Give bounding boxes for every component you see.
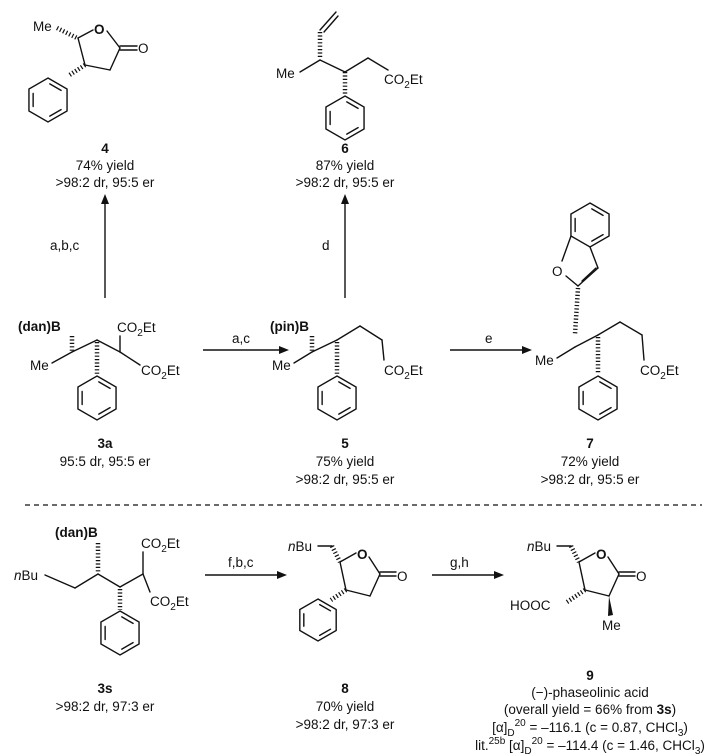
reagents-a-b-c: a,b,c — [50, 238, 80, 253]
aromatic-double-bond — [121, 641, 134, 650]
compound-6-phenyl-ring — [325, 95, 365, 141]
compound-9-rotation: [α]D20 = –116.1 (c = 0.87, CHCl3) — [492, 718, 688, 739]
compound-6-label: 6 — [341, 141, 349, 156]
aromatic-double-bond — [338, 406, 351, 415]
compound-8-structure: nBu O O — [288, 539, 408, 602]
phenyl-rings — [28, 77, 618, 656]
dan-boron-label: (dan)B — [18, 319, 61, 334]
compound-4-structure: Me O O — [33, 19, 149, 78]
svg-text:O: O — [397, 569, 408, 584]
aromatic-double-bond — [49, 108, 62, 117]
compound-8-selectivity: >98:2 dr, 97:3 er — [296, 717, 395, 732]
compound-9-caption: 9 (−)-phaseolinic acid (overall yield = … — [475, 668, 705, 756]
compound-3s-selectivity: >98:2 dr, 97:3 er — [56, 699, 155, 714]
aromatic-double-bond — [346, 126, 359, 135]
compound-3a-selectivity: 95:5 dr, 95:5 er — [60, 454, 151, 469]
compound-8-label: 8 — [341, 681, 349, 696]
svg-text:nBu: nBu — [14, 568, 38, 583]
compound-9-label: 9 — [586, 668, 594, 683]
svg-text:O: O — [596, 547, 607, 562]
reagent-e: e — [485, 331, 493, 346]
aromatic-double-bond — [121, 616, 134, 625]
methyl-label: Me — [33, 19, 52, 34]
aromatic-double-bond — [319, 603, 332, 612]
compound-7-phenyl-ring — [578, 375, 618, 421]
compound-5-phenyl-ring — [317, 375, 357, 421]
svg-text:Me: Me — [602, 618, 621, 633]
aromatic-double-bond — [591, 208, 604, 217]
reagents-g-h: g,h — [450, 555, 469, 570]
compound-3s-structure: (dan)B nBu CO2Et CO2Et — [14, 525, 189, 613]
compound-3a-label: 3a — [97, 436, 113, 451]
compound-5-structure: (pin)B Me CO2Et — [270, 319, 423, 382]
compound-6-selectivity: >98:2 dr, 95:5 er — [296, 175, 395, 190]
svg-text:CO2Et: CO2Et — [384, 363, 423, 382]
compound-3s-phenyl-ring — [100, 610, 140, 656]
compound-9-literature-rotation: lit.25b [α]D20 = –114.4 (c = 1.46, CHCl3… — [475, 736, 705, 756]
aromatic-double-bond — [599, 406, 612, 415]
compound-4-label: 4 — [101, 141, 109, 156]
svg-text:O: O — [357, 547, 368, 562]
compound-8-phenyl-ring — [299, 598, 337, 642]
compound-7-selectivity: >98:2 dr, 95:5 er — [541, 472, 640, 487]
compound-4-yield: 74% yield — [76, 158, 135, 173]
compound-3a-structure: (dan)B Me CO2Et CO2Et — [18, 319, 180, 382]
carboxylic-acid-label: HOOC — [510, 598, 551, 613]
furan-oxygen: O — [552, 264, 563, 279]
methyl-label: Me — [276, 66, 295, 81]
compound-7-benzo-phenyl-ring — [570, 202, 610, 248]
compound-6-structure: Me CO2Et — [276, 11, 423, 94]
svg-text:CO2Et: CO2Et — [640, 363, 679, 382]
dan-boron-label: (dan)B — [55, 525, 98, 540]
compound-3s-label: 3s — [97, 681, 112, 696]
svg-text:CO2Et: CO2Et — [141, 536, 180, 555]
aromatic-double-bond — [346, 101, 359, 110]
compound-7-label: 7 — [586, 436, 594, 451]
reagent-d: d — [322, 238, 330, 253]
compound-5-label: 5 — [341, 436, 349, 451]
compound-7-structure: O Me CO2Et — [535, 235, 679, 382]
svg-text:O: O — [636, 569, 647, 584]
aromatic-double-bond — [319, 628, 332, 637]
svg-text:nBu: nBu — [527, 539, 551, 554]
svg-text:CO2Et: CO2Et — [117, 320, 156, 339]
svg-text:nBu: nBu — [288, 539, 312, 554]
compound-8-yield: 70% yield — [316, 699, 375, 714]
pin-boron-label: (pin)B — [270, 319, 309, 334]
reagents-a-c: a,c — [232, 331, 250, 346]
carbonyl-oxygen: O — [138, 41, 149, 56]
reagents-f-b-c: f,b,c — [228, 555, 254, 570]
aromatic-double-bond — [98, 406, 111, 415]
svg-text:CO2Et: CO2Et — [141, 363, 180, 382]
compound-9-name: (−)-phaseolinic acid — [531, 685, 648, 700]
svg-text:CO2Et: CO2Et — [150, 594, 189, 613]
compound-9-overall-yield: (overall yield = 66% from 3s) — [504, 702, 676, 717]
aromatic-double-bond — [98, 381, 111, 390]
compound-5-yield: 75% yield — [316, 454, 375, 469]
compound-6-yield: 87% yield — [316, 158, 375, 173]
aromatic-double-bond — [49, 83, 62, 92]
svg-text:Me: Me — [30, 358, 49, 373]
compound-5-selectivity: >98:2 dr, 95:5 er — [296, 472, 395, 487]
compound-4-selectivity: >98:2 dr, 95:5 er — [56, 175, 155, 190]
compound-4-phenyl-ring — [28, 77, 68, 123]
aromatic-double-bond — [338, 381, 351, 390]
compound-9-structure: nBu O O HOOC Me — [510, 539, 647, 633]
aromatic-double-bond — [599, 381, 612, 390]
compound-3a-phenyl-ring — [77, 375, 117, 421]
svg-text:Me: Me — [535, 353, 554, 368]
compound-7-yield: 72% yield — [561, 454, 620, 469]
ring-oxygen: O — [94, 22, 105, 37]
aromatic-double-bond — [591, 233, 604, 242]
svg-text:CO2Et: CO2Et — [384, 72, 423, 91]
svg-text:Me: Me — [272, 358, 291, 373]
